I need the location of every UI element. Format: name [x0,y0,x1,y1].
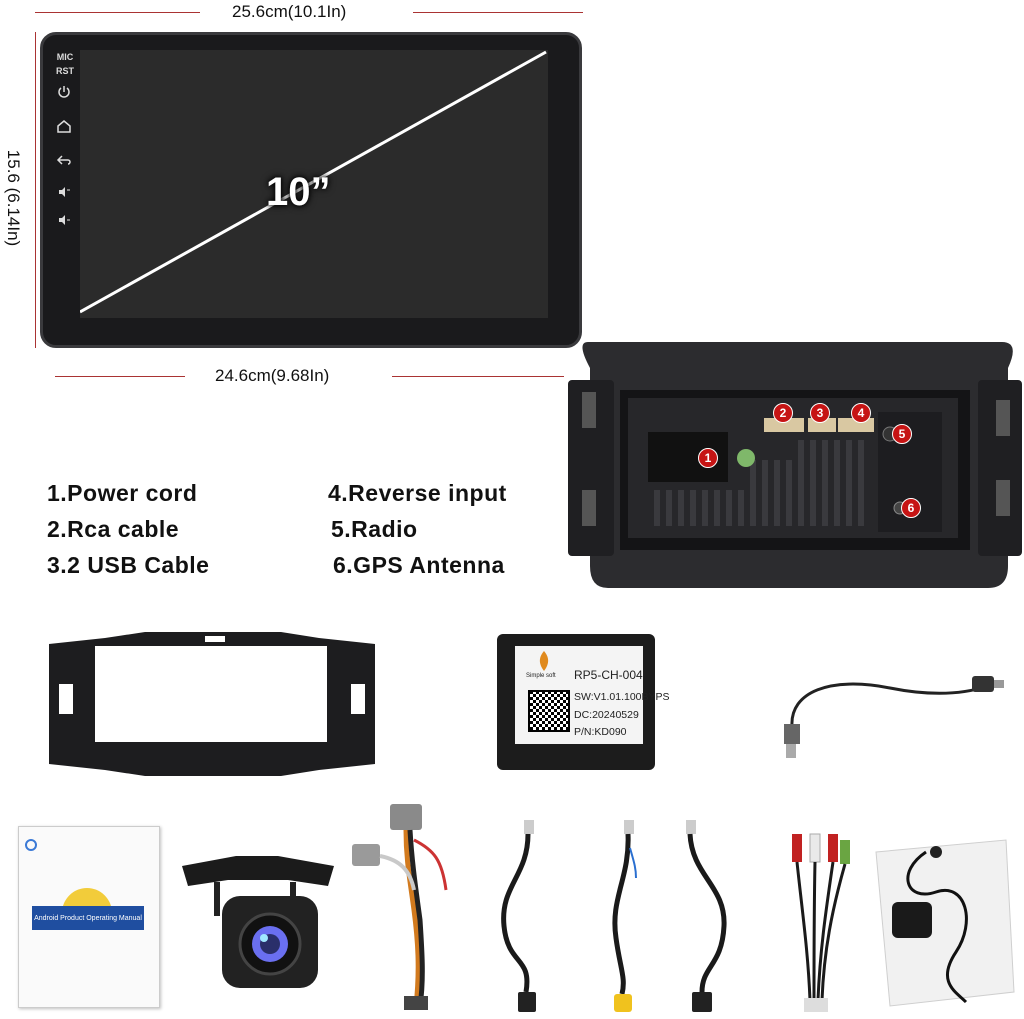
bottom-dimension-line-right [392,376,564,377]
usb-cable-2 [686,820,727,1012]
rear-badge-1: 1 [698,448,718,468]
legend-item-gps-antenna: 6.GPS Antenna [333,552,505,578]
rear-badge-2: 2 [773,403,793,423]
bottom-dimension-label: 24.6cm(9.68In) [215,366,330,385]
brand-logo-icon [539,651,549,671]
rear-badge-4: 4 [851,403,871,423]
screen-diagonal [80,50,547,314]
manual-logo-icon [25,839,37,851]
can-model: RP5-CH-004 [574,668,643,682]
rear-badge-6: 6 [901,498,921,518]
can-sw: SW:V1.01.100BYPS [574,691,670,703]
qr-code [528,690,570,732]
bottom-dimension-line-left [55,376,185,377]
rear-badge-5: 5 [892,424,912,444]
legend-item-reverse-input: 4.Reverse input [328,480,507,506]
can-dc: DC:20240529 [574,709,639,721]
top-dimension-line-right [413,12,583,13]
radio-antenna-adapter [784,676,1004,758]
head-unit-rear [568,342,1022,588]
rca-cable [792,833,850,1012]
side-dimension-line [35,32,36,348]
top-dimension-line-left [35,12,200,13]
legend-item-power-cord: 1.Power cord [47,480,198,506]
rst-button[interactable]: RST [56,66,74,76]
brand-name: Simple soft [526,673,556,679]
manual-title: Android Product Operating Manual [32,906,144,930]
volume-down-icon[interactable] [56,212,72,228]
usb-cable-1 [501,820,536,1012]
top-dimension-label: 25.6cm(10.1In) [232,2,347,21]
legend-item-usb-cable: 3.2 USB Cable [47,552,210,578]
rear-badge-3: 3 [810,403,830,423]
mic-label: MIC [56,52,74,62]
gps-antenna [875,839,1015,1007]
power-icon[interactable] [56,84,72,100]
can-pn: P/N:KD090 [574,726,627,738]
home-icon[interactable] [56,118,72,134]
mounting-frame [49,632,375,776]
backup-camera [182,856,334,988]
legend-item-rca-cable: 2.Rca cable [47,516,180,542]
side-dimension-label: 15.6 (6.14In) [4,149,23,247]
reverse-input-cable [612,820,637,1012]
volume-up-icon[interactable] [56,184,72,200]
legend-item-radio: 5.Radio [331,516,418,542]
back-icon[interactable] [56,152,72,168]
power-cord-harness [352,804,448,1010]
screen-size-label: 10” [266,170,331,214]
